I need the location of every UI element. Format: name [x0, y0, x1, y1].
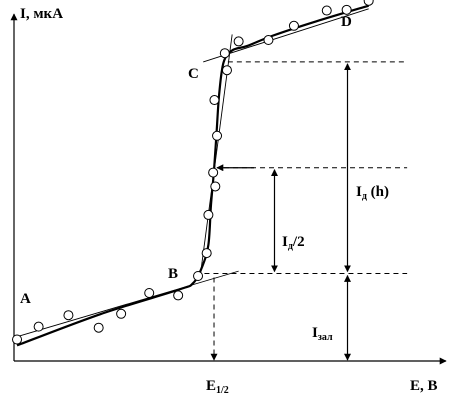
point-label-a: A [20, 291, 31, 307]
data-point [63, 310, 74, 321]
limiting-current-suffix: (h) [367, 184, 389, 200]
data-point [321, 5, 332, 16]
half-current-sub: д [288, 241, 293, 252]
tangent-line [16, 270, 239, 338]
limiting-current-sub: д [362, 191, 367, 202]
limiting-current-label: Iд (h) [356, 184, 389, 202]
tangent-line [203, 8, 369, 63]
construction-lines [16, 8, 408, 361]
x-tick-label-e-half: E1/2 [206, 378, 229, 396]
data-point [363, 0, 374, 6]
data-points-group [12, 0, 374, 345]
data-point [203, 209, 214, 220]
data-point [144, 287, 155, 298]
fit-curve-group [16, 4, 369, 347]
residual-current-main: I [312, 325, 318, 341]
data-point [93, 322, 104, 333]
data-point [233, 36, 244, 47]
half-current-suffix: /2 [292, 234, 305, 250]
point-label-b: B [168, 266, 178, 282]
data-point [210, 181, 221, 192]
data-point [212, 130, 223, 141]
data-point [288, 20, 299, 31]
data-point [12, 334, 23, 345]
data-point [219, 48, 230, 59]
point-label-c: C [188, 66, 199, 82]
data-point [116, 308, 127, 319]
data-point [173, 290, 184, 301]
data-point [193, 270, 204, 281]
data-point [208, 167, 219, 178]
point-label-d: D [341, 14, 352, 30]
residual-current-label: Iзал [312, 325, 333, 343]
axes [10, 13, 447, 365]
y-axis-label: I, мкА [20, 6, 63, 22]
data-point [341, 4, 352, 15]
limiting-current-main: I [356, 184, 362, 200]
x-axis-label: E, В [410, 378, 438, 394]
half-current-label: Iд/2 [282, 234, 305, 252]
x-tick-label-main: E [206, 378, 216, 394]
data-point [33, 321, 44, 332]
x-tick-label-sub: 1/2 [216, 385, 229, 396]
residual-current-sub: зал [318, 332, 333, 343]
data-point [221, 65, 232, 76]
data-point [209, 95, 220, 106]
data-point [263, 35, 274, 46]
fit-curve [16, 4, 369, 347]
half-current-main: I [282, 234, 288, 250]
data-point [201, 248, 212, 259]
